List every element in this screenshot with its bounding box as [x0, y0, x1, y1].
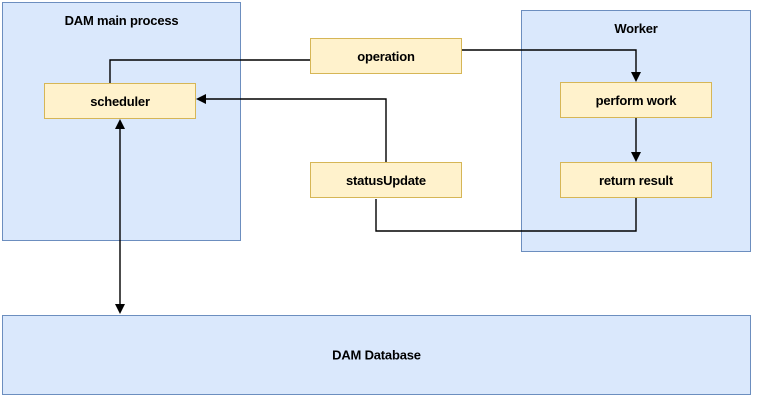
container-worker-label: Worker	[614, 21, 658, 36]
node-return-result[interactable]: return result	[560, 162, 712, 198]
container-dam-main-process-label: DAM main process	[64, 13, 179, 28]
container-dam-database-label: DAM Database	[332, 347, 421, 363]
node-operation-label: operation	[357, 48, 415, 64]
node-status-update-label: statusUpdate	[346, 172, 426, 188]
node-perform-work[interactable]: perform work	[560, 82, 712, 118]
arrowhead-down-dam-database	[115, 304, 125, 314]
container-dam-main-process[interactable]: DAM main process	[2, 2, 241, 241]
node-return-result-label: return result	[599, 172, 673, 188]
node-status-update[interactable]: statusUpdate	[310, 162, 462, 198]
node-operation[interactable]: operation	[310, 38, 462, 74]
container-worker[interactable]: Worker	[521, 10, 751, 252]
node-perform-work-label: perform work	[595, 92, 677, 108]
node-scheduler-label: scheduler	[90, 93, 150, 109]
container-dam-database[interactable]: DAM Database	[2, 315, 751, 395]
node-scheduler[interactable]: scheduler	[44, 83, 196, 119]
